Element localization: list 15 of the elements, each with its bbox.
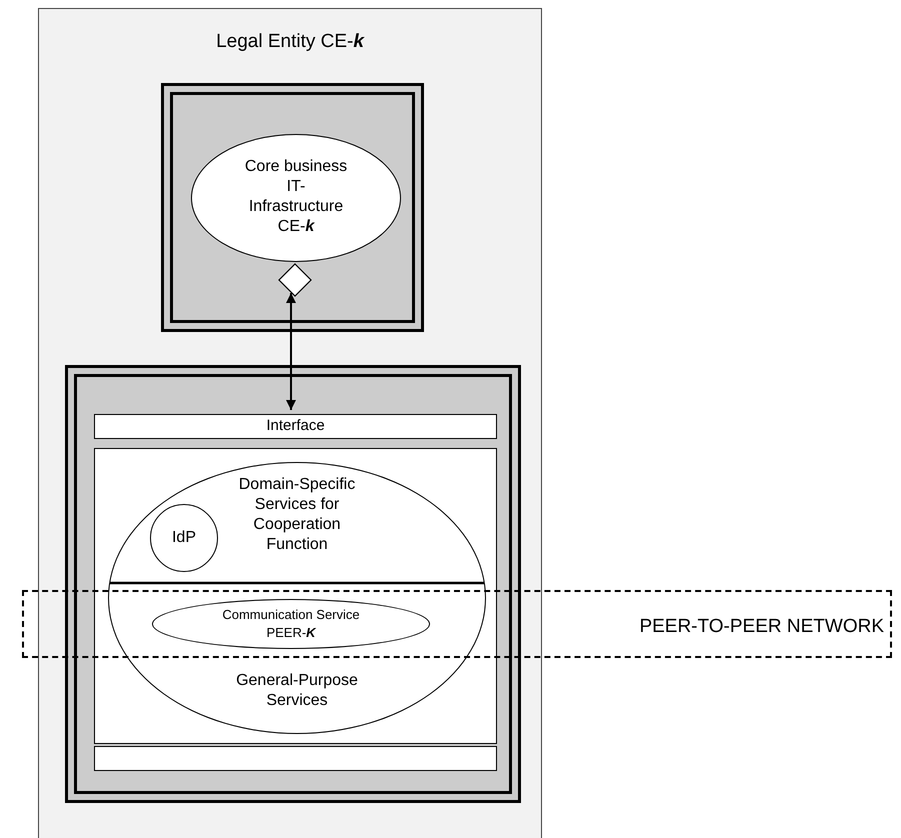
network-region [22,590,892,658]
region-label: PEER-TO-PEER NETWORK [639,616,884,638]
entity-panel [38,8,542,838]
system-frame [161,83,424,332]
system-frame [65,365,521,803]
platform-band [94,746,497,771]
node-label: Core business IT- Infrastructure CE-k [244,157,348,237]
double-arrow [286,293,296,410]
interface-band [94,414,497,439]
panel-title: Legal Entity CE-k [215,31,366,53]
node-label: IdP [170,529,197,547]
section-label: Domain-Specific Services for Cooperation Function [238,475,356,555]
section-label: General-Purpose Services [235,671,359,711]
node-label: Communication Service PEER-K [221,606,361,642]
band-label: Interface [265,417,326,434]
